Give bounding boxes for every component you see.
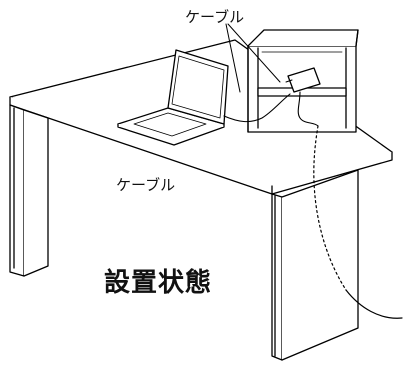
caption-installation-state: 設置状態 <box>104 268 213 298</box>
desk-left-panel <box>9 104 25 277</box>
router-device <box>287 67 321 93</box>
cabinet-top <box>247 29 359 47</box>
cable-hidden <box>313 125 347 291</box>
cable-cabinet <box>297 91 319 127</box>
desk-right-panel <box>271 193 283 361</box>
cable-label-middle: ケーブル <box>116 176 176 194</box>
cabinet-shelf <box>257 87 347 97</box>
desk-right-side <box>281 169 359 361</box>
cable-label-top: ケーブル <box>185 8 245 26</box>
cable-exit <box>345 289 403 319</box>
laptop-screen <box>167 49 229 125</box>
cable-laptop <box>223 93 291 123</box>
